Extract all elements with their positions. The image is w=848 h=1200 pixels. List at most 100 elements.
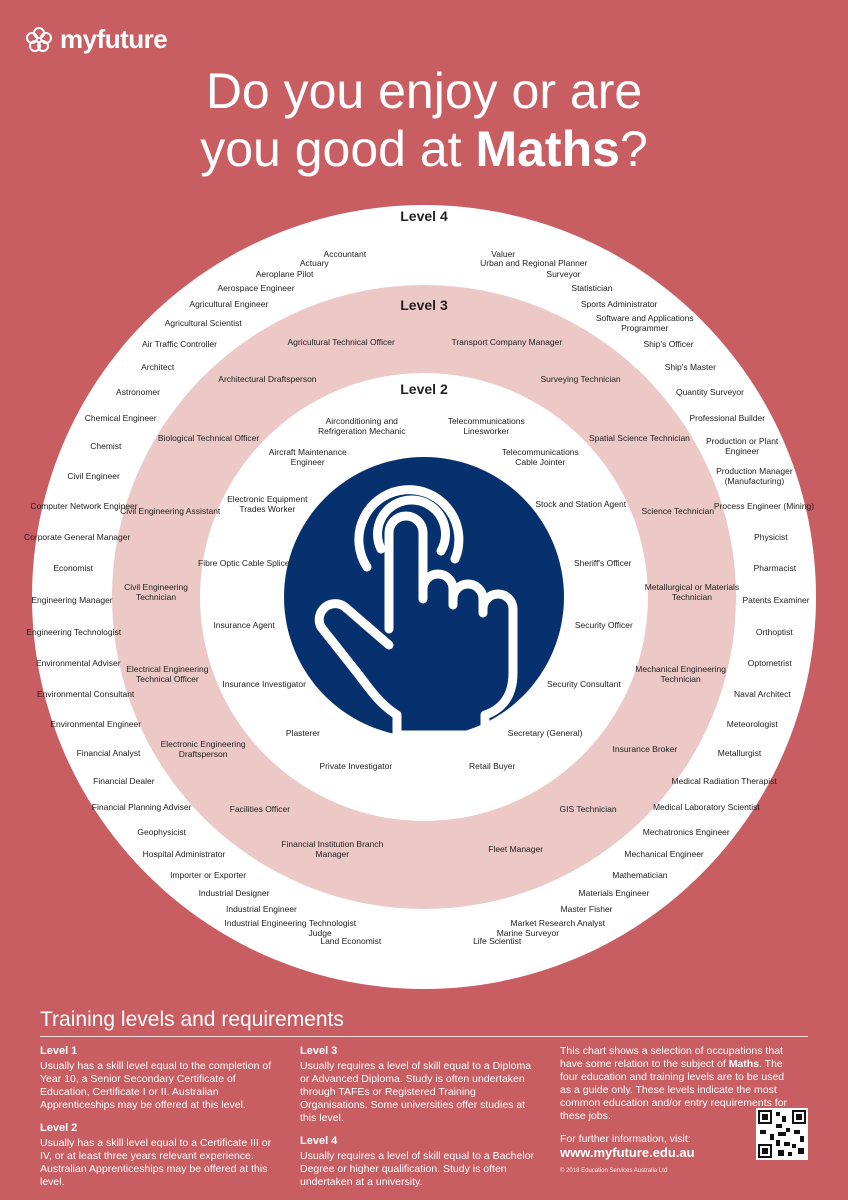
copyright: © 2018 Education Services Australia Ltd	[560, 1168, 668, 1174]
flower-logo-icon	[26, 26, 52, 52]
level-4-occupation-5: Agricultural Scientist	[164, 317, 242, 328]
level-4-occupation-25: Importer or Exporter	[170, 870, 247, 880]
level-4-occupation-2: Aeroplane Pilot	[255, 268, 314, 279]
level-3-occupation-1: Architectural Draftsperson	[218, 374, 317, 385]
page-title: Do you enjoy or are you good at Maths?	[0, 62, 848, 178]
level-3-occupation-16: Surveying Technician	[540, 374, 621, 385]
level-4-occupation-14: Economist	[53, 563, 93, 574]
level-4-occupation-40: Medical Radiation Therapist	[671, 775, 777, 786]
level-4-occupation-30: Land Economist	[320, 936, 382, 947]
level-4-occupation-8: Astronomer	[116, 386, 160, 397]
level-4-occupation-45: Orthoptist	[755, 626, 793, 637]
level-3-description: Usually requires a level of skill equal …	[300, 1060, 532, 1124]
title-line-1: Do you enjoy or are	[205, 63, 643, 119]
level-4-occupation-22: Financial Planning Adviser	[91, 802, 192, 813]
level-3-occupation-15: Spatial Science Technician	[588, 432, 690, 443]
level-3-occupation-3: Civil Engineering Assistant	[120, 505, 221, 516]
info-text-suffix: . The four education and training levels…	[560, 1058, 788, 1122]
level-4-occupation-26: Industrial Designer	[198, 888, 270, 899]
level-4-heading: Level 4	[300, 1135, 338, 1147]
level-4-occupation-46: Patents Examiner	[742, 595, 810, 606]
info-text-prefix: This chart shows a selection of occupati…	[560, 1045, 783, 1070]
level-2-heading: Level 2	[40, 1122, 78, 1134]
level-2-occupation-12: Sheriff's Officer	[573, 557, 632, 568]
level-3-occupation-14: Science Technician	[641, 505, 715, 516]
level-4-occupation-27: Industrial Engineer	[226, 904, 297, 915]
training-column-2: Level 3 Usually requires a level of skil…	[300, 1045, 535, 1199]
section-divider	[40, 1036, 808, 1037]
level-4-description: Usually requires a level of skill equal …	[300, 1150, 535, 1188]
level-4-occupation-47: Pharmacist	[753, 563, 797, 574]
level-2-occupation-8: Retail Buyer	[469, 760, 516, 771]
level-2-description: Usually has a skill level equal to a Cer…	[40, 1137, 272, 1188]
level-4-occupation-21: Financial Dealer	[93, 775, 155, 786]
level-4-occupation-52: Professional Builder	[689, 413, 766, 424]
level-2-occupation-7: Private Investigator	[319, 760, 393, 771]
level-4-occupation-19: Environmental Engineer	[50, 719, 142, 730]
level-2-occupation-3: Fibre Optic Cable Splicer	[198, 557, 293, 568]
level-4-occupation-41: Metallurgist	[717, 748, 762, 759]
level-4-occupation-0: Accountant	[323, 249, 367, 260]
myfuture-logo[interactable]: myfuture	[24, 24, 168, 55]
level-4-occupation-10: Chemist	[90, 441, 122, 452]
level-4-occupation-49: Process Engineer (Mining)	[713, 500, 815, 511]
qr-code-icon[interactable]	[756, 1108, 808, 1160]
level-4-occupation-57: Sports Administrator	[580, 299, 658, 310]
level-3-occupation-9: Fleet Manager	[488, 843, 544, 854]
level-4-occupation-44: Optometrist	[747, 658, 792, 669]
level-4-occupation-29: Judge	[308, 928, 332, 939]
level-4-occupation-59: Surveyor	[546, 268, 581, 279]
title-suffix: ?	[619, 121, 648, 177]
level-4-occupation-36: Mathematician	[612, 870, 668, 880]
level-4-occupation-15: Engineering Manager	[31, 595, 113, 606]
level-4-occupation-24: Hospital Administrator	[142, 849, 226, 860]
info-column: This chart shows a selection of occupati…	[560, 1045, 788, 1178]
level-4-occupation-39: Medical Laboratory Scientist	[652, 802, 760, 813]
level-2-occupation-9: Secretary (General)	[507, 727, 583, 738]
level-3-heading: Level 3	[300, 1045, 338, 1057]
level-4-occupation-6: Air Traffic Controller	[141, 338, 217, 349]
pointing-hand-tap-icon	[314, 485, 518, 740]
level-3-occupation-10: GIS Technician	[559, 803, 617, 814]
level-2-label: Level 2	[400, 381, 448, 397]
level-4-occupation-38: Mechatronics Engineer	[642, 826, 730, 837]
level-4-occupation-48: Physicist	[754, 531, 788, 542]
level-4-occupation-20: Financial Analyst	[76, 748, 141, 759]
level-3-occupation-11: Insurance Broker	[612, 743, 678, 754]
level-4-occupation-16: Engineering Technologist	[26, 626, 122, 637]
level-4-occupation-4: Agricultural Engineer	[189, 299, 269, 310]
level-4-occupation-28: Industrial Engineering Technologist	[224, 917, 357, 928]
level-4-occupation-17: Environmental Adviser	[35, 658, 121, 669]
training-section-title: Training levels and requirements	[40, 1008, 344, 1031]
title-prefix: you good at	[200, 121, 476, 177]
level-3-occupation-0: Agricultural Technical Officer	[287, 337, 395, 348]
level-4-occupation-3: Aerospace Engineer	[217, 282, 295, 293]
level-4-occupation-37: Mechanical Engineer	[624, 849, 704, 860]
level-4-occupation-42: Meteorologist	[726, 719, 778, 730]
level-3-occupation-17: Transport Company Manager	[451, 337, 563, 348]
level-2-occupation-5: Insurance Investigator	[222, 679, 306, 690]
level-4-occupation-58: Statistician	[571, 282, 613, 293]
training-column-1: Level 1 Usually has a skill level equal …	[40, 1045, 285, 1199]
title-line-2: you good at Maths?	[0, 120, 848, 178]
level-4-occupation-33: Market Research Analyst	[510, 917, 605, 928]
level-2-occupation-4: Insurance Agent	[213, 620, 275, 631]
level-2-occupation-13: Stock and Station Agent	[535, 499, 627, 510]
level-4-occupation-11: Civil Engineer	[67, 470, 120, 481]
website-link[interactable]: www.myfuture.edu.au	[560, 1145, 695, 1160]
level-2-occupation-10: Security Consultant	[546, 679, 621, 690]
level-4-occupation-53: Quantity Surveyor	[675, 386, 744, 397]
level-3-occupation-2: Biological Technical Officer	[157, 432, 260, 443]
level-2-occupation-11: Security Officer	[574, 620, 633, 631]
level-4-occupation-34: Master Fisher	[560, 904, 613, 915]
